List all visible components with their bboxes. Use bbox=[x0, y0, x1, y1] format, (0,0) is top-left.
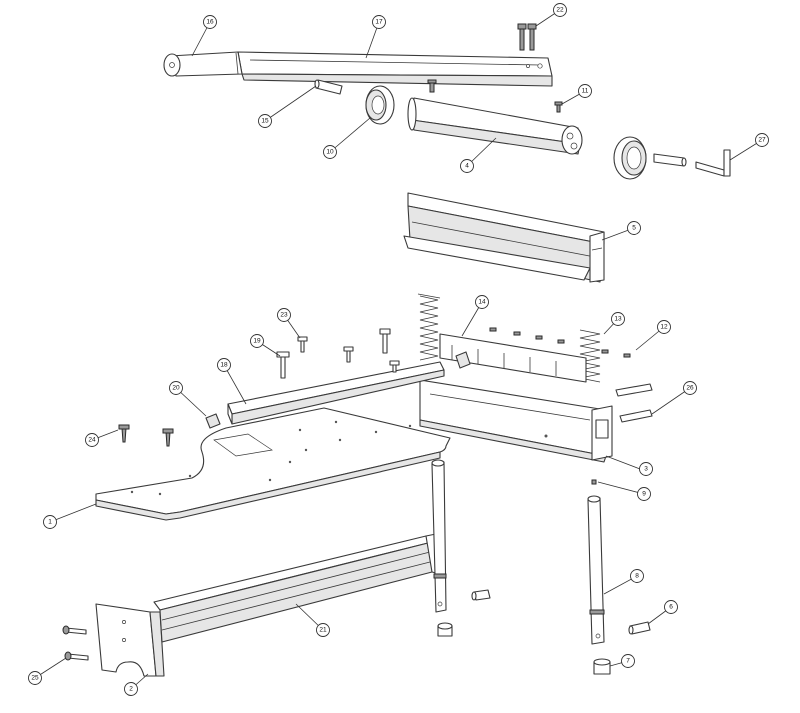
svg-text:4: 4 bbox=[465, 163, 469, 170]
callout-6: 6 bbox=[664, 600, 678, 614]
callout-19: 19 bbox=[250, 334, 264, 348]
callout-23: 23 bbox=[277, 308, 291, 322]
svg-text:7: 7 bbox=[626, 658, 630, 665]
handle-grip bbox=[163, 51, 243, 77]
shaft-4 bbox=[407, 79, 583, 155]
callout-14: 14 bbox=[475, 295, 489, 309]
callout-7: 7 bbox=[621, 654, 635, 668]
support-rail-21 bbox=[153, 533, 441, 643]
svg-text:9: 9 bbox=[642, 491, 646, 498]
spring-left bbox=[417, 293, 441, 361]
pin-15 bbox=[314, 79, 343, 95]
post-8 bbox=[587, 495, 605, 645]
upper-rail-5 bbox=[403, 192, 605, 283]
callout-12: 12 bbox=[657, 320, 671, 334]
svg-text:8: 8 bbox=[635, 573, 639, 580]
callout-17: 17 bbox=[372, 15, 386, 29]
svg-text:24: 24 bbox=[88, 437, 96, 444]
callout-9: 9 bbox=[637, 487, 651, 501]
callout-10: 10 bbox=[323, 145, 337, 159]
svg-text:19: 19 bbox=[253, 338, 261, 345]
svg-text:2: 2 bbox=[129, 686, 133, 693]
pin-right bbox=[653, 153, 687, 167]
lever-pin-27 bbox=[695, 149, 731, 177]
post-left bbox=[431, 459, 447, 613]
svg-text:14: 14 bbox=[478, 299, 486, 306]
leader-lines bbox=[34, 9, 763, 690]
svg-text:15: 15 bbox=[261, 118, 269, 125]
pin-6 bbox=[628, 621, 651, 635]
base-plate-1 bbox=[95, 407, 451, 521]
svg-text:23: 23 bbox=[280, 312, 288, 319]
callout-8: 8 bbox=[630, 569, 644, 583]
callout-21: 21 bbox=[316, 623, 330, 637]
fence-rail-18 bbox=[227, 361, 445, 425]
svg-text:26: 26 bbox=[686, 385, 694, 392]
svg-text:22: 22 bbox=[556, 7, 564, 14]
svg-text:13: 13 bbox=[614, 316, 622, 323]
svg-text:25: 25 bbox=[31, 675, 39, 682]
bushing-10 bbox=[365, 85, 395, 125]
callout-13: 13 bbox=[611, 312, 625, 326]
svg-text:1: 1 bbox=[48, 519, 52, 526]
svg-text:27: 27 bbox=[758, 137, 766, 144]
callout-25: 25 bbox=[28, 671, 42, 685]
end-caps bbox=[205, 351, 471, 429]
svg-text:18: 18 bbox=[220, 362, 228, 369]
handle-bar bbox=[237, 51, 553, 87]
svg-text:20: 20 bbox=[172, 385, 180, 392]
pins-26 bbox=[615, 383, 653, 423]
side-bracket-2 bbox=[95, 603, 165, 677]
svg-text:10: 10 bbox=[326, 149, 334, 156]
callout-2: 2 bbox=[124, 682, 138, 696]
post-cap-left bbox=[437, 622, 453, 637]
callout-11: 11 bbox=[578, 84, 592, 98]
callout-27: 27 bbox=[755, 133, 769, 147]
svg-text:17: 17 bbox=[375, 19, 383, 26]
svg-text:12: 12 bbox=[660, 324, 668, 331]
screws-25 bbox=[62, 625, 89, 661]
callout-22: 22 bbox=[553, 3, 567, 17]
svg-text:11: 11 bbox=[582, 88, 589, 95]
callout-16: 16 bbox=[203, 15, 217, 29]
callout-3: 3 bbox=[639, 462, 653, 476]
callout-15: 15 bbox=[258, 114, 272, 128]
callout-26: 26 bbox=[683, 381, 697, 395]
lower-housing-3 bbox=[419, 379, 613, 463]
callout-18: 18 bbox=[217, 358, 231, 372]
svg-text:21: 21 bbox=[319, 627, 327, 634]
svg-text:16: 16 bbox=[206, 19, 214, 26]
fence-screws bbox=[276, 328, 400, 379]
bushing-right bbox=[613, 136, 647, 180]
callout-20: 20 bbox=[169, 381, 183, 395]
callout-1: 1 bbox=[43, 515, 57, 529]
svg-text:3: 3 bbox=[644, 466, 648, 473]
svg-text:6: 6 bbox=[669, 604, 673, 611]
blade-14 bbox=[439, 327, 631, 383]
callout-24: 24 bbox=[85, 433, 99, 447]
post-cap-7 bbox=[593, 658, 611, 675]
callout-5: 5 bbox=[627, 221, 641, 235]
screw-24 bbox=[118, 424, 174, 447]
spring-right bbox=[579, 329, 601, 383]
callout-4: 4 bbox=[460, 159, 474, 173]
pin-middle bbox=[471, 589, 491, 601]
handle-bolts bbox=[517, 23, 537, 51]
set-screw-9 bbox=[591, 479, 597, 485]
svg-text:5: 5 bbox=[632, 225, 636, 232]
